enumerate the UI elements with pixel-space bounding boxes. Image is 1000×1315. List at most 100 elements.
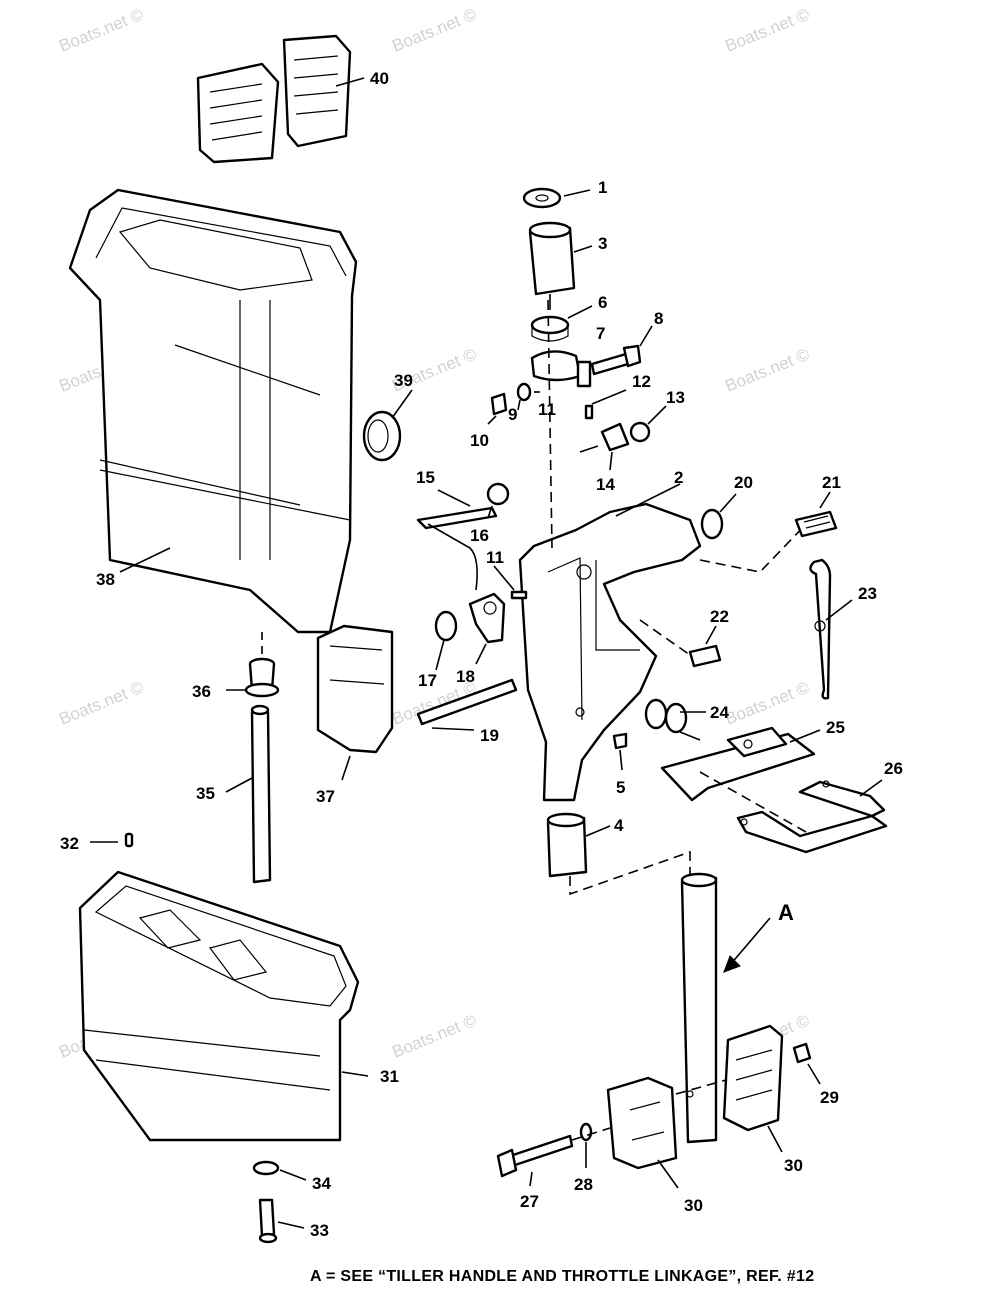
part-8-bolt xyxy=(590,325,653,376)
part-39-plug xyxy=(362,389,413,462)
label-38: 38 xyxy=(96,570,115,589)
part-6-ring xyxy=(530,305,593,342)
part-21-decal xyxy=(794,491,838,538)
part-28-washer xyxy=(579,1122,593,1168)
leader xyxy=(571,1127,611,1141)
label-24: 24 xyxy=(710,703,729,722)
label-17: 17 xyxy=(418,671,437,690)
label-27: 27 xyxy=(520,1192,539,1211)
label-18: 18 xyxy=(456,667,475,686)
label-13: 13 xyxy=(666,388,685,407)
callout-a: A xyxy=(778,900,794,925)
label-20: 20 xyxy=(734,473,753,492)
label-23: 23 xyxy=(858,584,877,603)
part-17-washer xyxy=(434,610,458,671)
leader xyxy=(699,519,811,573)
label-30b: 30 xyxy=(784,1156,803,1175)
label-11b: 11 xyxy=(486,548,504,567)
part-29-nut xyxy=(792,1042,821,1085)
label-26: 26 xyxy=(884,759,903,778)
reference-caption: A = SEE “TILLER HANDLE AND THROTTLE LINK… xyxy=(310,1268,815,1285)
label-21: 21 xyxy=(822,473,841,492)
label-11: 11 xyxy=(538,400,556,419)
part-34-washer xyxy=(252,1160,307,1181)
part-25-plate xyxy=(660,726,821,802)
part-30-clamp-right xyxy=(722,1024,784,1153)
label-28: 28 xyxy=(574,1175,593,1194)
label-15: 15 xyxy=(416,468,435,487)
part-7-clamp xyxy=(530,350,592,388)
part-10-nut xyxy=(487,392,508,425)
label-2: 2 xyxy=(674,468,683,487)
part-40-covers xyxy=(196,34,365,164)
watermark: Boats.net © xyxy=(722,5,812,56)
label-29: 29 xyxy=(820,1088,839,1107)
label-37: 37 xyxy=(316,787,335,806)
label-8: 8 xyxy=(654,309,663,328)
label-12: 12 xyxy=(632,372,651,391)
part-15-rod xyxy=(416,489,498,591)
label-3: 3 xyxy=(598,234,607,253)
part-16-bushing xyxy=(486,482,510,519)
leader xyxy=(569,850,691,896)
part-numbers: 40 1 3 6 7 8 39 12 13 11 9 10 14 15 2 20… xyxy=(60,69,903,1240)
watermark: Boats.net © xyxy=(722,345,812,396)
label-14: 14 xyxy=(596,475,615,494)
watermark: Boats.net © xyxy=(56,678,146,729)
part-3-bushing xyxy=(528,221,593,310)
part-23-cotter xyxy=(809,558,853,700)
part-22-decal xyxy=(639,619,722,668)
label-30a: 30 xyxy=(684,1196,703,1215)
label-31: 31 xyxy=(380,1067,399,1086)
label-19: 19 xyxy=(480,726,499,745)
watermark: Boats.net © xyxy=(389,5,479,56)
label-1: 1 xyxy=(598,178,607,197)
label-36: 36 xyxy=(192,682,211,701)
part-32-pin xyxy=(90,832,134,848)
label-6: 6 xyxy=(598,293,607,312)
label-25: 25 xyxy=(826,718,845,737)
watermark: Boats.net © xyxy=(56,5,146,56)
label-5: 5 xyxy=(616,778,625,797)
part-36-grommet xyxy=(226,632,280,698)
part-13-knob xyxy=(629,405,667,443)
part-2-swivel-bracket xyxy=(518,299,702,802)
part-1-washer xyxy=(522,187,591,209)
part-33-screw xyxy=(258,1198,305,1244)
label-35: 35 xyxy=(196,784,215,803)
label-7: 7 xyxy=(596,324,605,343)
label-4: 4 xyxy=(614,816,624,835)
label-9: 9 xyxy=(508,405,517,424)
part-18-arm xyxy=(468,592,506,665)
part-5-screw xyxy=(612,732,628,771)
part-14-block xyxy=(579,422,630,471)
watermark: Boats.net © xyxy=(722,678,812,729)
part-27-bolt xyxy=(496,1134,574,1187)
label-40: 40 xyxy=(370,69,389,88)
tiller-tube-a xyxy=(680,872,771,1144)
watermark: Boats.net © xyxy=(389,1011,479,1062)
label-34: 34 xyxy=(312,1174,331,1193)
part-4-sleeve xyxy=(546,812,611,878)
part-12-pin xyxy=(584,389,627,420)
part-11-spring xyxy=(493,565,528,600)
part-20-washer xyxy=(700,493,737,540)
part-26-bracket xyxy=(736,779,888,854)
label-32: 32 xyxy=(60,834,79,853)
part-30-clamp-left xyxy=(606,1076,679,1189)
part-35-tube xyxy=(225,704,272,884)
leader xyxy=(675,1079,727,1095)
part-9-washer xyxy=(516,382,532,411)
part-31-exhaust-housing xyxy=(78,870,369,1142)
label-16: 16 xyxy=(470,526,489,545)
part-24-spring xyxy=(644,698,706,741)
label-10: 10 xyxy=(470,431,489,450)
leader xyxy=(699,771,807,833)
label-39: 39 xyxy=(394,371,413,390)
label-33: 33 xyxy=(310,1221,329,1240)
part-37-plate xyxy=(316,624,394,781)
part-19-pin xyxy=(416,678,518,731)
label-22: 22 xyxy=(710,607,729,626)
